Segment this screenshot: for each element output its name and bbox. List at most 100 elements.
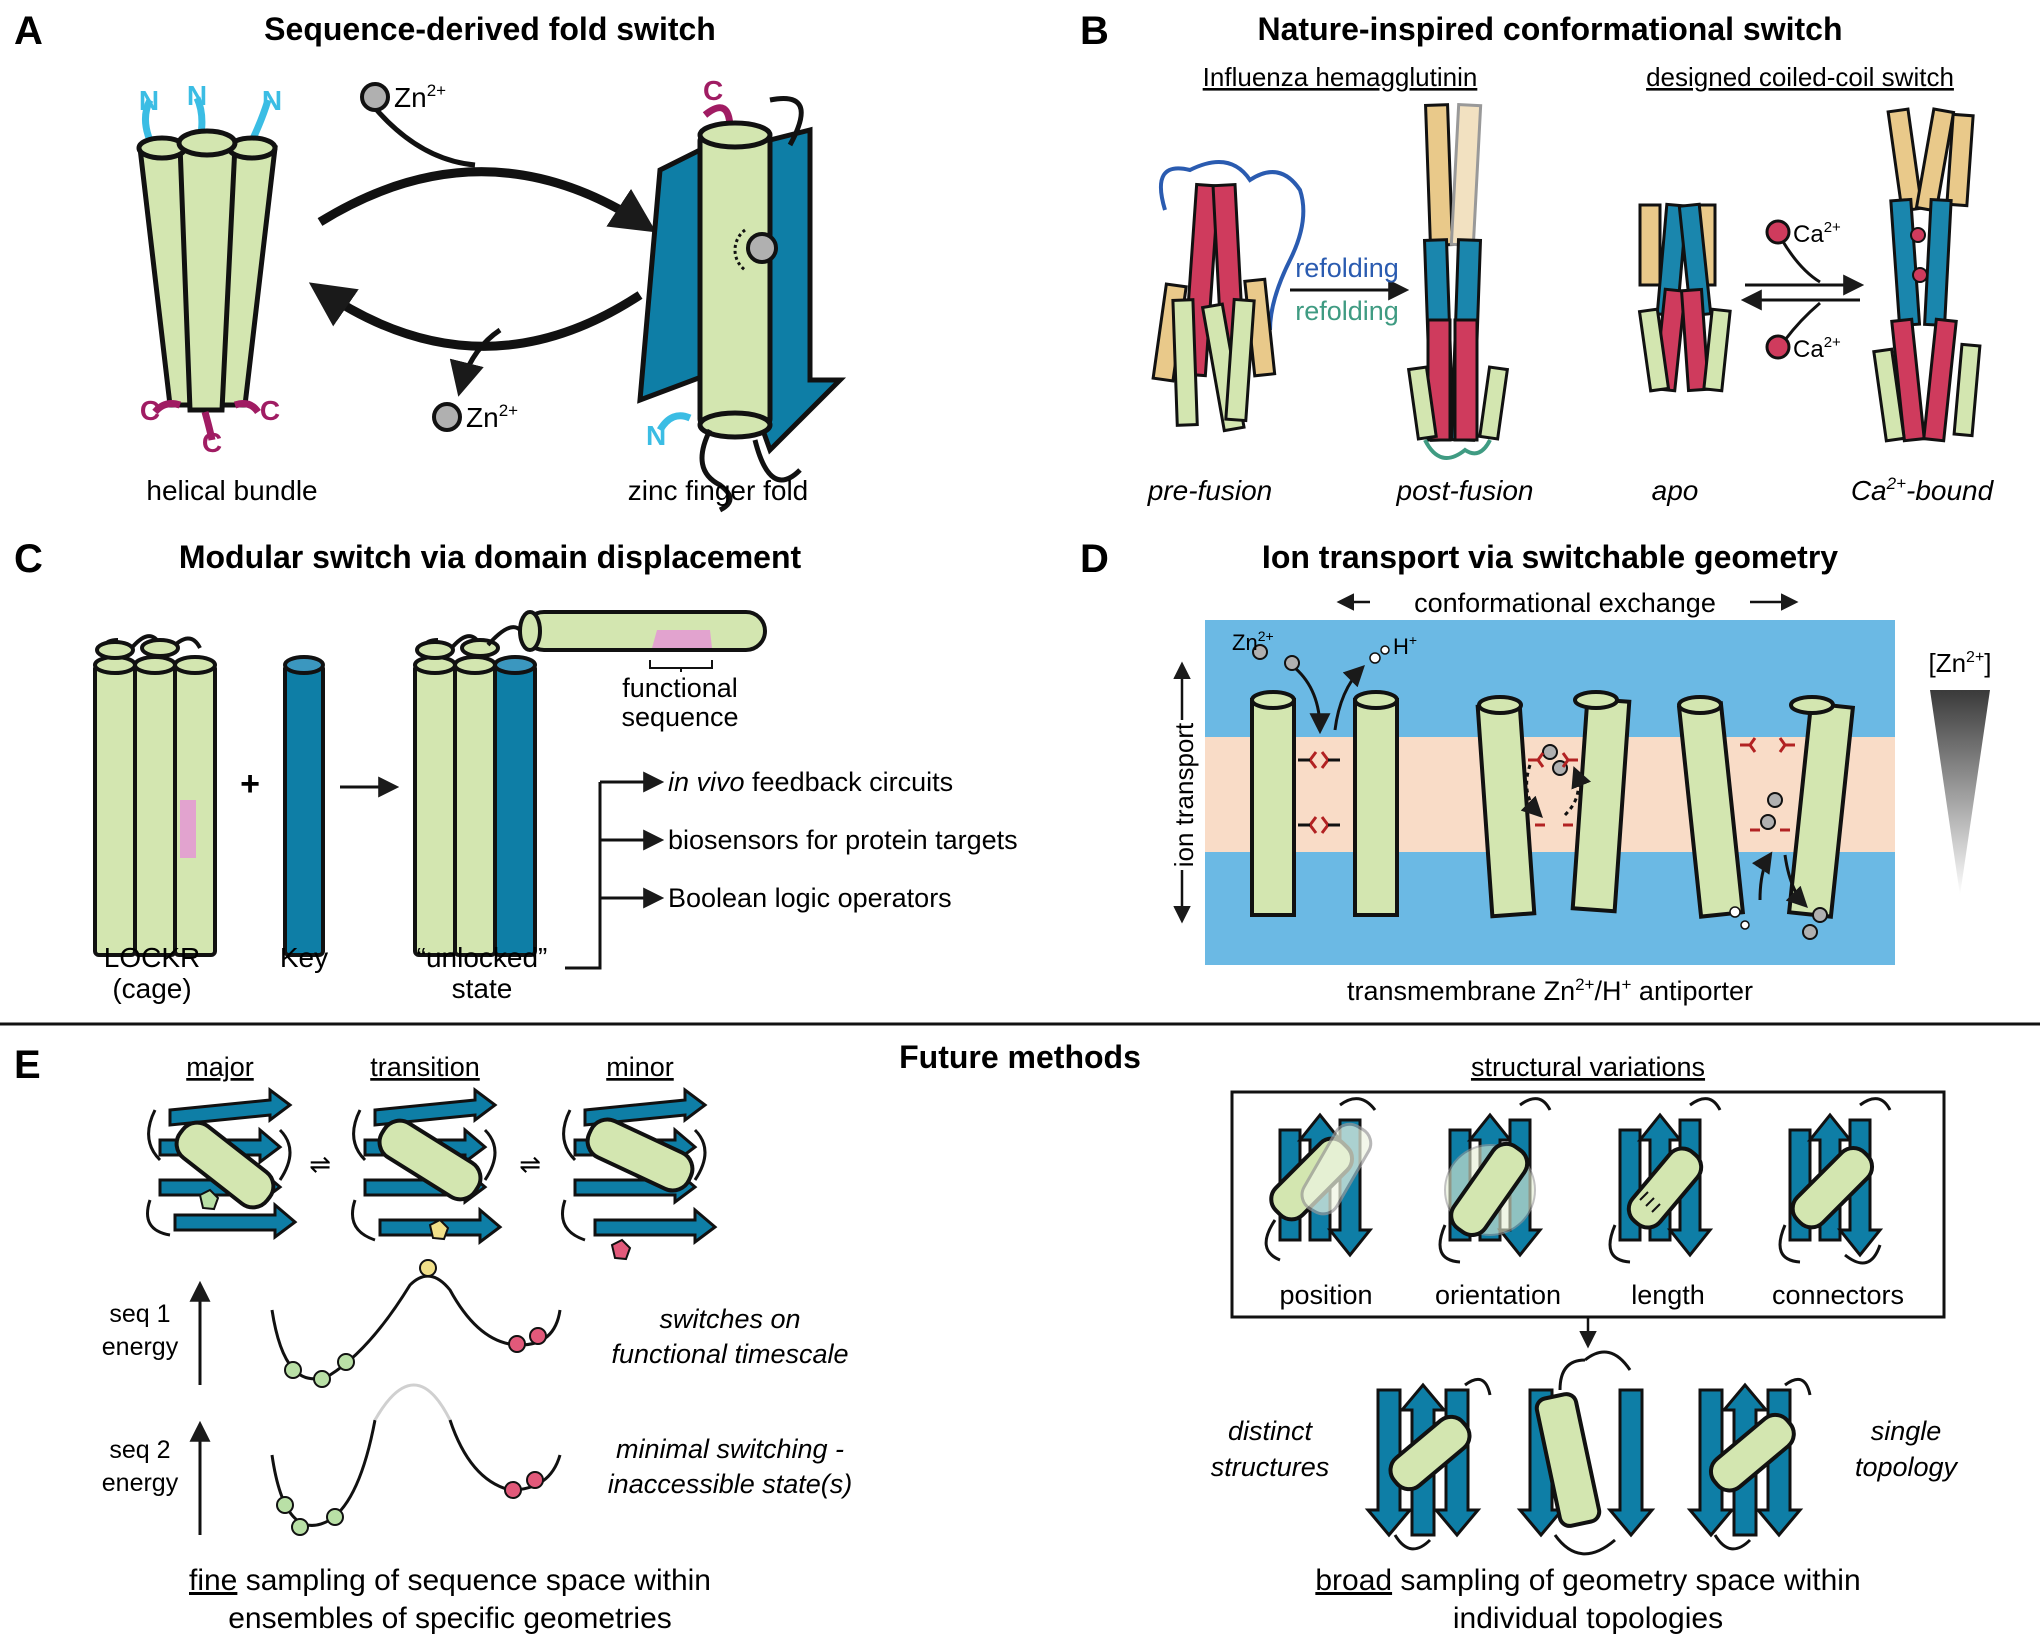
membrane-background — [1205, 620, 1895, 965]
major-state-dot — [291, 1518, 309, 1536]
minimal-switching-note-1: minimal switching - — [616, 1434, 844, 1464]
structural-variations-header: structural variations — [1471, 1052, 1705, 1082]
seq2-inaccessible-barrier — [373, 1383, 452, 1421]
state-major-diagram — [146, 1087, 298, 1240]
variation-orientation-diagram — [1438, 1097, 1552, 1264]
fine-sampling-line-2: ensembles of specific geometries — [228, 1602, 672, 1635]
transporter-state-3 — [1676, 695, 1856, 940]
state-minor-diagram — [561, 1087, 718, 1261]
ca-bound-diagram — [1872, 107, 1982, 443]
state-transition-diagram — [351, 1087, 503, 1245]
proton-label: H+ — [1393, 632, 1417, 659]
variation-connectors-diagram — [1778, 1097, 1892, 1265]
minimal-switching-note-2: inaccessible state(s) — [608, 1469, 853, 1499]
transporter-state-1 — [1250, 644, 1399, 917]
panel-c-letter: C — [14, 537, 43, 581]
broad-sampling-line-1: broad sampling of geometry space within — [1315, 1564, 1860, 1597]
equilibrium-symbol: ⇌ — [519, 1149, 541, 1179]
panel-a-letter: A — [14, 9, 43, 53]
distinct-structures-label-2: structures — [1211, 1452, 1330, 1482]
calcium-equilibrium-arrows — [1740, 239, 1865, 341]
panel-e-title: Future methods — [899, 1039, 1141, 1075]
postfusion-label: post-fusion — [1396, 475, 1534, 506]
panel-a-title: Sequence-derived fold switch — [264, 11, 716, 47]
c-terminus-label: C — [260, 395, 280, 426]
major-state-dot — [284, 1361, 302, 1379]
major-state-dot — [276, 1496, 294, 1514]
ca-bound-label: Ca2+-bound — [1851, 474, 1995, 506]
c-terminus-label: C — [703, 75, 723, 106]
variation-length-diagram — [1608, 1097, 1722, 1264]
cage-label: (cage) — [112, 973, 191, 1004]
zinc-gradient-label: [Zn2+] — [1928, 648, 1991, 678]
refolding-label-green: refolding — [1295, 296, 1399, 326]
conformational-exchange-label: conformational exchange — [1414, 588, 1716, 618]
major-state-dot — [313, 1370, 331, 1388]
lockr-cage-diagram — [93, 634, 217, 957]
zn-out-label: Zn2+ — [466, 401, 518, 433]
switches-note-1: switches on — [659, 1304, 800, 1334]
panel-e-letter: E — [14, 1043, 41, 1087]
influenza-header: Influenza hemagglutinin — [1203, 62, 1478, 92]
distinct-structure-2 — [1516, 1350, 1656, 1556]
n-terminus-label: N — [187, 80, 207, 111]
variation-position-diagram — [1264, 1097, 1377, 1262]
seq1-energy-curve — [270, 1274, 562, 1381]
major-state-dot — [337, 1353, 355, 1371]
key-helix-diagram — [283, 655, 325, 957]
application-biosensors: biosensors for protein targets — [668, 825, 1018, 855]
panel-e: E Future methods major transition minor … — [14, 1039, 1959, 1635]
distinct-structure-3 — [1686, 1377, 1812, 1551]
seq1-label: seq 1 — [109, 1300, 170, 1328]
helical-bundle-diagram — [136, 96, 278, 441]
seq2-label: seq 2 — [109, 1436, 170, 1464]
panel-c: C Modular switch via domain displacement… — [14, 537, 1018, 1004]
coiled-coil-header: designed coiled-coil switch — [1646, 62, 1954, 92]
seq2-energy-label: energy — [102, 1469, 179, 1497]
minor-state-dot — [508, 1335, 526, 1353]
zinc-ion-icon — [360, 82, 390, 112]
sequence-label: sequence — [621, 702, 738, 732]
variation-position-label: position — [1279, 1280, 1372, 1310]
functional-label: functional — [622, 673, 738, 703]
minor-state-dot — [504, 1481, 522, 1499]
prefusion-diagram — [1151, 160, 1306, 433]
single-topology-label-2: topology — [1855, 1452, 1959, 1482]
apo-label: apo — [1652, 475, 1699, 506]
postfusion-diagram — [1406, 102, 1510, 460]
distinct-structures-label-1: distinct — [1228, 1416, 1314, 1446]
key-label: Key — [280, 942, 328, 973]
single-topology-label-1: single — [1871, 1416, 1942, 1446]
state-major-label: major — [186, 1052, 254, 1082]
zinc-ion-icon — [432, 402, 462, 432]
apo-diagram — [1637, 202, 1732, 393]
zn-ion-label: Zn2+ — [1232, 628, 1274, 655]
fine-sampling-line-1: fine sampling of sequence space within — [189, 1564, 711, 1597]
zinc-finger-label: zinc finger fold — [628, 475, 809, 506]
n-terminus-label: N — [139, 85, 159, 116]
application-feedback: in vivo feedback circuits — [668, 767, 953, 797]
seq1-energy-label: energy — [102, 1333, 179, 1361]
distinct-structure-1 — [1364, 1377, 1492, 1551]
broad-sampling-line-2: individual topologies — [1453, 1602, 1723, 1635]
calcium-ion-icon — [1765, 334, 1791, 360]
ca-in-label: Ca2+ — [1793, 219, 1841, 248]
zinc-gradient-wedge — [1930, 690, 1990, 895]
panel-b-title: Nature-inspired conformational switch — [1258, 11, 1843, 47]
application-logic: Boolean logic operators — [668, 883, 952, 913]
lockr-label: LOCKR — [104, 942, 200, 973]
minor-state-dot — [529, 1327, 547, 1345]
unlocked-label: “unlocked” — [417, 942, 548, 973]
plus-sign: + — [240, 765, 260, 803]
equilibrium-symbol: ⇌ — [309, 1149, 331, 1179]
helical-bundle-label: helical bundle — [146, 475, 317, 506]
n-terminus-label: N — [262, 85, 282, 116]
prefusion-label: pre-fusion — [1147, 475, 1273, 506]
switches-note-2: functional timescale — [611, 1339, 848, 1369]
refolding-label-blue: refolding — [1295, 253, 1399, 283]
minor-state-dot — [526, 1471, 544, 1489]
applications-bracket — [565, 771, 665, 970]
unlocked-state-diagram — [413, 610, 767, 957]
panel-d-letter: D — [1080, 537, 1109, 581]
